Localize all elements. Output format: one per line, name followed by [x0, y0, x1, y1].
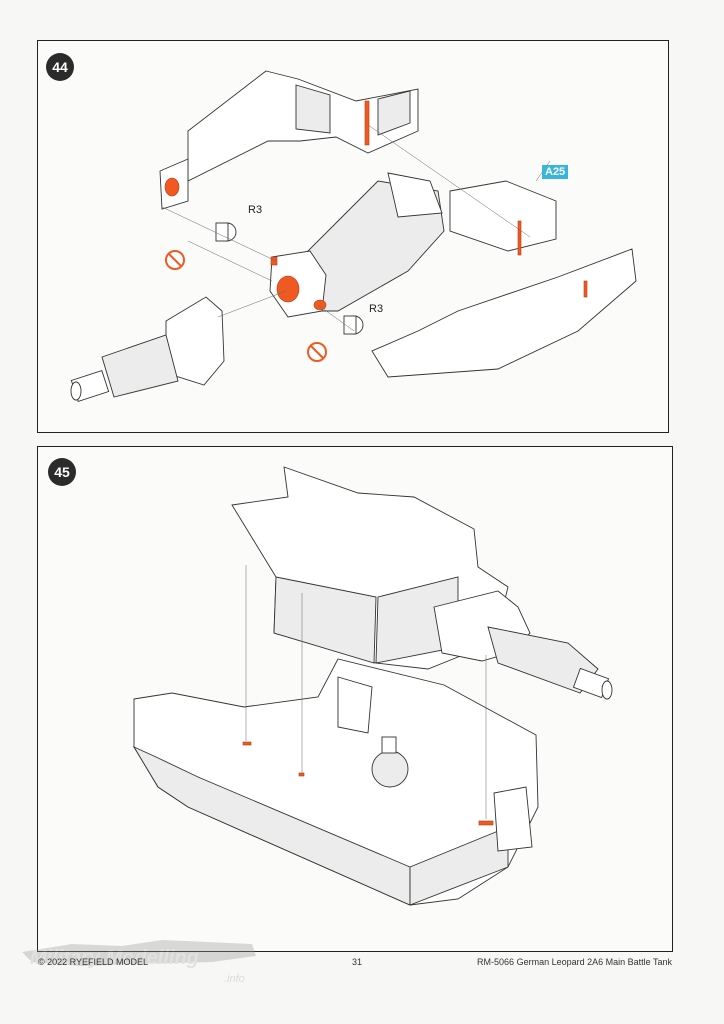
step-44-drawing: [70, 70, 637, 402]
turret-floor: [371, 248, 637, 378]
label-r3-lower: R3: [369, 303, 384, 315]
r3-cylinders: [215, 222, 364, 335]
step-number-badge: 44: [46, 53, 74, 81]
assembly-guide-lines: [245, 565, 487, 819]
label-r3-upper: R3: [248, 204, 263, 216]
footer-copyright: © 2022 RYEFIELD MODEL: [38, 957, 149, 967]
hull-assembly: [132, 658, 539, 906]
step-45-panel: 45: [37, 446, 673, 952]
footer-product-name: RM-5066 German Leopard 2A6 Main Battle T…: [477, 957, 672, 967]
footer-page-number: 31: [352, 957, 363, 967]
assembly-guide-lines: [161, 124, 551, 332]
step-44-panel: 44: [37, 40, 669, 433]
military-modelling-watermark: Military Modelling .info: [22, 940, 256, 985]
watermark-suffix: .info: [224, 973, 245, 985]
gun-barrel-mantlet: [70, 296, 225, 402]
gun-breech-assembly: [269, 172, 445, 318]
part-tag-a25: A25: [542, 165, 569, 179]
turret-assembly: [231, 466, 613, 700]
ammo-rack-a25: [449, 180, 557, 256]
watermark-text: Military Modelling: [30, 947, 199, 969]
step-45-drawing: [132, 466, 613, 906]
no-glue-symbols: [165, 250, 327, 362]
step-number-badge: 45: [48, 458, 76, 486]
